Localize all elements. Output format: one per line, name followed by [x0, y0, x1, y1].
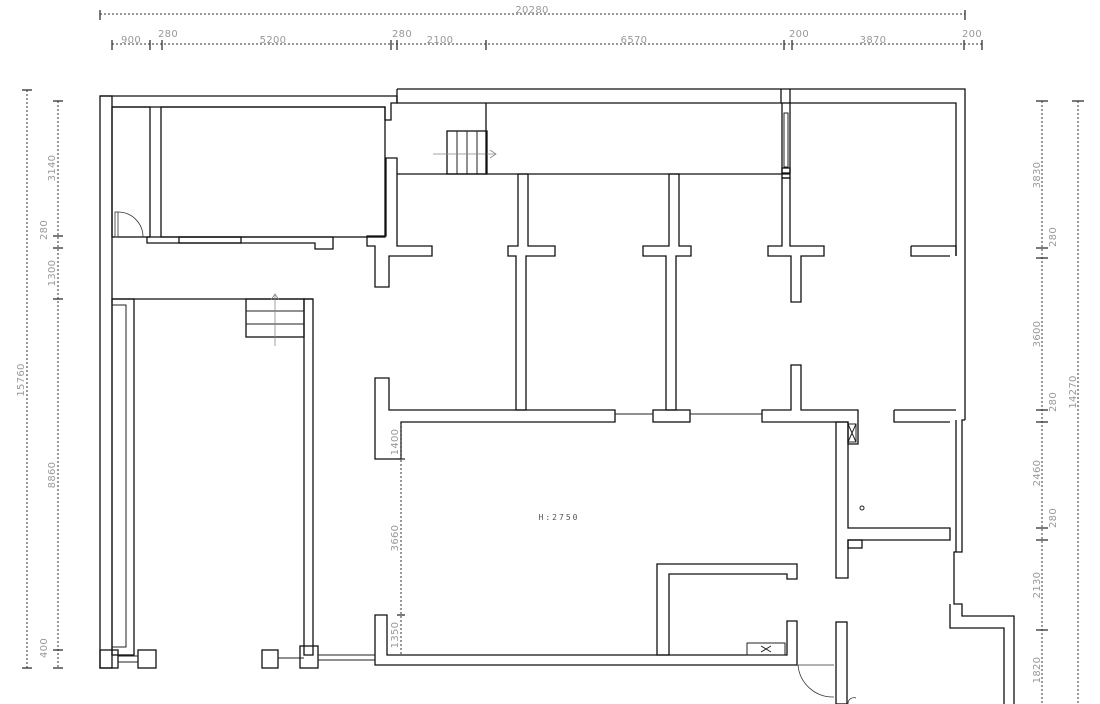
- dim-left-1: 3140: [47, 155, 58, 182]
- dim-top-9: 200: [962, 29, 982, 40]
- corridor-west-inset: [111, 304, 127, 648]
- door-swing-south: [797, 664, 835, 698]
- dim-left-4: 8860: [47, 462, 58, 489]
- interior-dimension-group: 1400 3660 1350: [390, 424, 405, 655]
- dim-right-4: 280: [1048, 392, 1059, 412]
- dim-interior-lower: 1350: [390, 622, 401, 649]
- dim-right-2: 280: [1048, 227, 1059, 247]
- dim-interior-stair-gap: 1400: [390, 429, 401, 456]
- column-top-right: [781, 102, 791, 174]
- door-swing-west: [117, 211, 144, 238]
- door-leaf-west: [114, 211, 119, 238]
- wall-west-inner-top: [111, 106, 151, 238]
- doors: [114, 211, 857, 704]
- dim-overall-right: 14270: [1068, 375, 1079, 408]
- room-nw-block: [160, 106, 386, 238]
- corridor-east-wall: [303, 298, 314, 656]
- dim-top-3: 5200: [260, 35, 287, 46]
- dim-top-1: 900: [121, 35, 141, 46]
- wall-south-inner: [374, 614, 798, 666]
- wall-middle: [374, 377, 616, 460]
- wall-ne-room-lower: [910, 245, 957, 257]
- wall-kitchen: [656, 563, 798, 656]
- t-column-2: [642, 173, 692, 411]
- pillar-sw-1: [99, 649, 119, 669]
- dim-left-5: 400: [39, 638, 50, 658]
- wall-bathroom: [835, 421, 951, 579]
- t-column-3: [767, 177, 825, 303]
- wall-north-left: [100, 95, 398, 121]
- pillar-sw-2: [137, 649, 157, 669]
- dim-right-7: 2130: [1032, 572, 1043, 599]
- dim-overall-left: 15760: [16, 363, 27, 396]
- dim-top-7: 200: [789, 29, 809, 40]
- dim-top-8: 3870: [860, 35, 887, 46]
- dim-right-5: 2460: [1032, 460, 1043, 487]
- corridor-west-inner: [111, 298, 135, 656]
- t-column-1: [507, 173, 556, 411]
- door-swing-se: [847, 697, 857, 704]
- walls: [99, 88, 1015, 704]
- right-dimension-group: 3830 280 3600 280 2460 280 2130 1820 142…: [1032, 100, 1084, 704]
- dim-overall-top: 20280: [515, 5, 548, 16]
- dim-right-6: 280: [1048, 508, 1059, 528]
- dim-top-2: 280: [158, 29, 178, 40]
- dim-top-5: 2100: [427, 35, 454, 46]
- wall-west-outer: [99, 95, 113, 669]
- window-nw: [178, 236, 242, 244]
- wall-north-right: [396, 88, 966, 420]
- dim-top-4: 280: [392, 29, 412, 40]
- wall-east: [949, 419, 1015, 704]
- left-dimension-group: 15760 3140 280 1300 8860 400: [16, 89, 63, 669]
- pillar-s-1: [261, 649, 279, 669]
- wall-east-room: [893, 409, 956, 423]
- dim-right-3: 3600: [1032, 321, 1043, 348]
- wall-nw-lower: [146, 236, 334, 250]
- wall-central-left: [366, 157, 433, 288]
- column-middle: [652, 409, 691, 423]
- top-dimension-group: 20280 900 280 5200 280 2100 6570 200 387…: [99, 5, 983, 50]
- dim-interior-opening: 3660: [390, 525, 401, 552]
- dim-right-8: 1820: [1032, 657, 1043, 684]
- dim-left-3: 1300: [47, 260, 58, 287]
- dim-left-2: 280: [39, 220, 50, 240]
- pillar-s-2: [299, 645, 319, 669]
- ceiling-height-label: H:2750: [539, 513, 580, 522]
- wall-middle-right: [761, 364, 859, 445]
- dim-top-6: 6570: [621, 35, 648, 46]
- sink: [746, 642, 786, 656]
- dim-right-1: 3830: [1032, 162, 1043, 189]
